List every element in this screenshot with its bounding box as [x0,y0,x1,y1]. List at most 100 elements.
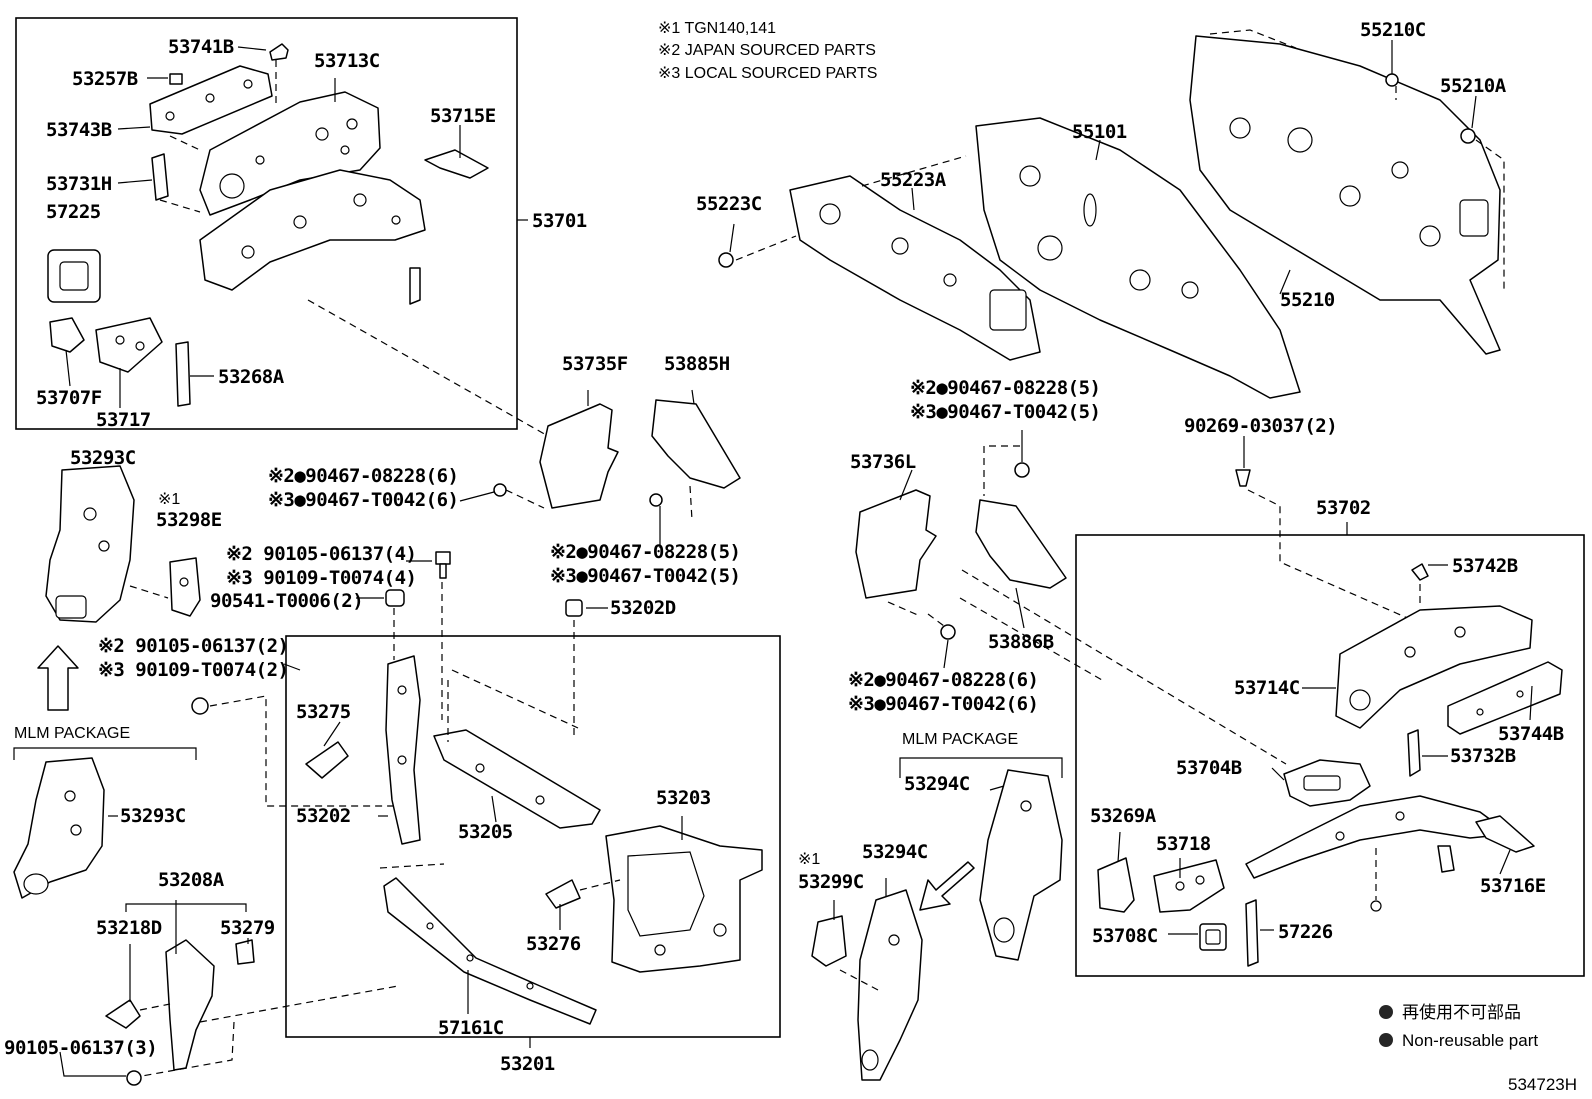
label-53205[interactable]: 53205 [458,821,513,843]
label-53707F[interactable]: 53707F [36,387,102,409]
label-53293C-lower[interactable]: 53293C [120,805,186,827]
label-53732B[interactable]: 53732B [1450,745,1516,767]
label-53736L[interactable]: 53736L [850,451,916,473]
label-53218D[interactable]: 53218D [96,917,162,939]
part-small-stay-rt [1437,845,1455,873]
part-53704B-bracket [1283,759,1371,807]
legend-non-reusable-en: Non-reusable part [1402,1031,1538,1050]
label-53742B[interactable]: 53742B [1452,555,1518,577]
label-53713C[interactable]: 53713C [314,50,380,72]
label-53701[interactable]: 53701 [532,210,587,232]
part-53731H-bracket [151,153,169,201]
label-53208A[interactable]: 53208A [158,869,225,891]
part-small-stay-lower [409,267,421,305]
part-57226-stay [1245,899,1259,967]
label-53735F[interactable]: 53735F [562,353,628,375]
label-53279[interactable]: 53279 [220,917,275,939]
part-53708C-bracket [1199,923,1227,951]
part-53715E-bracket [424,149,489,179]
fastener-left-jp[interactable]: ※2●90467-08228(6) [268,465,459,487]
bolt-90105-06137-4 [435,551,451,579]
label-53268A[interactable]: 53268A [218,366,285,388]
fastener-mid-nut[interactable]: 90541-T0006(2) [210,590,364,612]
label-55210A[interactable]: 55210A [1440,75,1507,97]
part-53743B-bracket [149,65,273,135]
label-53743B[interactable]: 53743B [46,119,112,141]
part-53885H-insulator [651,399,741,489]
fastener-mid-local[interactable]: ※3 90109-T0074(4) [226,567,417,589]
label-53716E[interactable]: 53716E [1480,875,1546,897]
legend-non-reusable-jp: 再使用不可部品 [1402,1002,1521,1022]
fastener-center-local[interactable]: ※3●90467-T0042(5) [550,565,741,587]
label-53717[interactable]: 53717 [96,409,151,431]
label-55210[interactable]: 55210 [1280,289,1335,311]
part-53717-bracket [95,317,163,373]
label-53202D[interactable]: 53202D [610,597,676,619]
label-53708C[interactable]: 53708C [1092,925,1158,947]
clip-55223C [718,252,734,268]
part-53293C-lower [13,757,105,899]
note-53299C: ※1 [798,851,820,868]
fastener-right-top-jp[interactable]: ※2●90467-08228(5) [910,377,1101,399]
label-53202[interactable]: 53202 [296,805,351,827]
part-53702-apron-lower [1245,795,1511,879]
label-55101[interactable]: 55101 [1072,121,1127,143]
label-90269-03037[interactable]: 90269-03037(2) [1184,415,1338,437]
clip-rt-upper [1014,462,1030,478]
mlm-package-bracket-53208A [125,903,247,912]
label-53718[interactable]: 53718 [1156,833,1211,855]
part-53269A-bracket [1097,857,1135,913]
part-53732B-bracket [1407,729,1421,777]
label-90105-06137-3[interactable]: 90105-06137(3) [4,1037,158,1059]
label-53293C-upper[interactable]: 53293C [70,447,136,469]
part-53275-bracket [305,741,349,779]
label-53294C-lower[interactable]: 53294C [862,841,928,863]
label-53275[interactable]: 53275 [296,701,351,723]
label-53269A[interactable]: 53269A [1090,805,1157,827]
part-53736L-insulator [855,489,937,599]
fastener-right-bottom-local[interactable]: ※3●90467-T0042(6) [848,693,1039,715]
label-53704B[interactable]: 53704B [1176,757,1242,779]
label-57225[interactable]: 57225 [46,201,101,223]
label-53299C[interactable]: 53299C [798,871,864,893]
label-53715E[interactable]: 53715E [430,105,496,127]
fastener-low-local[interactable]: ※3 90109-T0074(2) [98,659,289,681]
fastener-low-jp[interactable]: ※2 90105-06137(2) [98,635,289,657]
label-53203[interactable]: 53203 [656,787,711,809]
fastener-right-top-local[interactable]: ※3●90467-T0042(5) [910,401,1101,423]
label-57161C[interactable]: 57161C [438,1017,504,1039]
part-53276-bracket [545,879,581,909]
bolt-90105-06137-2 [191,697,209,715]
part-53202-stay [385,655,421,845]
label-53886B[interactable]: 53886B [988,631,1054,653]
fastener-left-local[interactable]: ※3●90467-T0042(6) [268,489,459,511]
fastener-mid-jp[interactable]: ※2 90105-06137(4) [226,543,417,565]
clip-90269-03037 [1235,469,1251,487]
label-53885H[interactable]: 53885H [664,353,730,375]
part-53268A-stay [175,341,191,407]
label-53298E[interactable]: 53298E [156,509,222,531]
label-53714C[interactable]: 53714C [1234,677,1300,699]
part-53257B-clip [169,73,183,85]
label-53294C-upper[interactable]: 53294C [904,773,970,795]
label-53276[interactable]: 53276 [526,933,581,955]
fastener-right-bottom-jp[interactable]: ※2●90467-08228(6) [848,669,1039,691]
part-53735F-insulator [539,403,619,509]
label-53741B[interactable]: 53741B [168,36,234,58]
part-53713C-apron-upper [199,91,381,216]
part-53203-support-assy [605,825,763,973]
label-53257B[interactable]: 53257B [72,68,138,90]
label-55223C[interactable]: 55223C [696,193,762,215]
label-55223A[interactable]: 55223A [880,169,947,191]
label-53731H[interactable]: 53731H [46,173,112,195]
label-57226[interactable]: 57226 [1278,921,1333,943]
fastener-center-jp[interactable]: ※2●90467-08228(5) [550,541,741,563]
label-53744B[interactable]: 53744B [1498,723,1564,745]
diag-arrow [919,861,975,911]
label-53201[interactable]: 53201 [500,1053,555,1075]
part-53718-bracket [1153,859,1225,913]
label-55210C[interactable]: 55210C [1360,19,1426,41]
part-53218D-bracket [105,999,141,1029]
label-53702[interactable]: 53702 [1316,497,1371,519]
part-55223A-insulator [789,175,1041,361]
